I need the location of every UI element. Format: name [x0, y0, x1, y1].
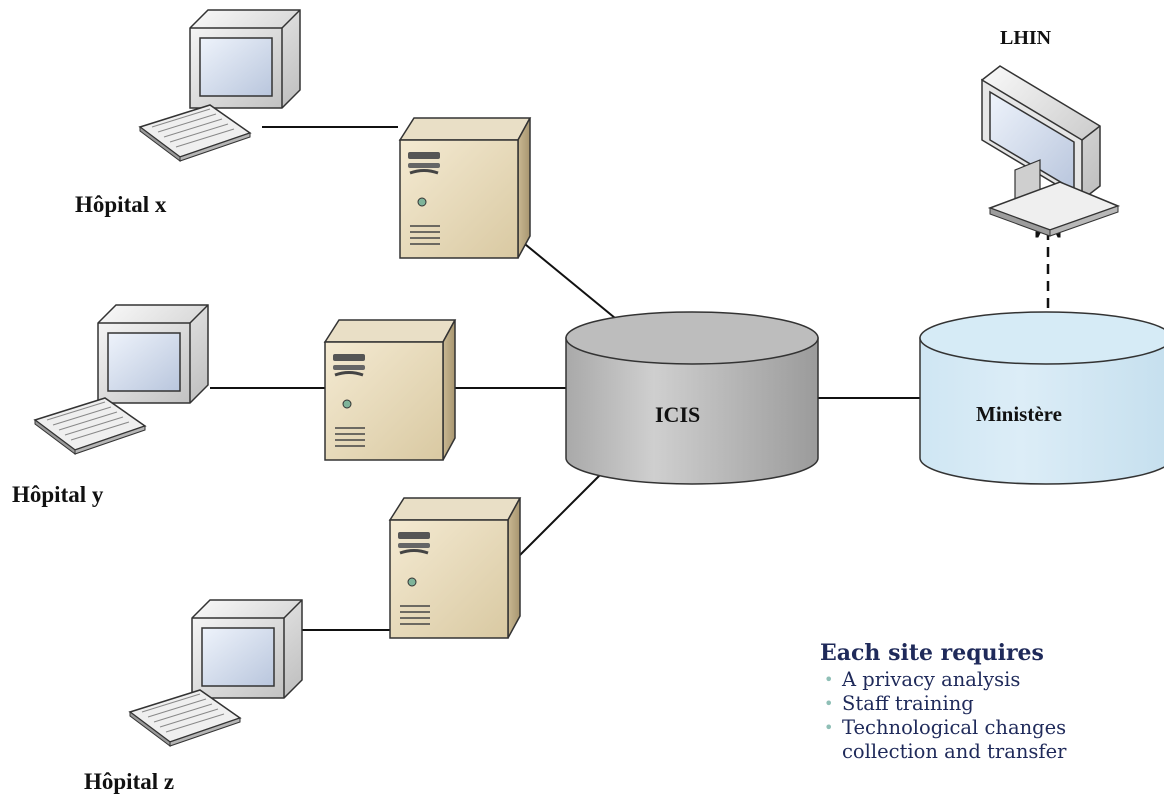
workstation-hospital-z — [129, 599, 303, 747]
link-icis-server-z — [514, 474, 601, 561]
requirements-list: • A privacy analysis • Staff training • Tec… — [820, 668, 1164, 764]
server-hospital-y — [323, 318, 457, 462]
server-hospital-z — [388, 496, 522, 640]
workstation-hospital-x — [139, 9, 301, 162]
label-hospital-x: Hôpital x — [75, 192, 167, 217]
computer-icon — [189, 9, 301, 109]
label-lhin: LHIN — [1000, 27, 1052, 49]
label-ministere: Ministère — [976, 402, 1062, 426]
requirement-item: • Technological changes — [820, 716, 1164, 740]
workstation-hospital-y — [34, 304, 209, 455]
requirement-item: •collection and transfer — [820, 740, 1164, 764]
requirement-item: • Staff training — [820, 692, 1164, 716]
label-hospital-y: Hôpital y — [12, 482, 104, 507]
computer-icon — [191, 599, 303, 699]
requirement-text: collection and transfer — [842, 740, 1067, 763]
bullet-icon: • — [824, 694, 834, 713]
requirement-text: Staff training — [842, 692, 974, 715]
link-server-x-icis — [519, 239, 616, 319]
requirements-note: Each site requires • A privacy analysis •… — [820, 640, 1164, 764]
database-icis — [565, 311, 819, 485]
keyboard-icon — [34, 397, 146, 455]
monitor-lhin — [980, 65, 1121, 237]
requirement-text: A privacy analysis — [842, 668, 1021, 691]
computer-icon — [97, 304, 209, 404]
label-icis: ICIS — [655, 402, 701, 427]
bullet-icon: • — [824, 718, 834, 737]
bullet-icon: • — [824, 670, 834, 689]
requirement-text: Technological changes — [842, 716, 1067, 739]
requirement-item: • A privacy analysis — [820, 668, 1164, 692]
keyboard-icon — [139, 104, 251, 162]
database-ministere — [919, 311, 1164, 485]
label-hospital-z: Hôpital z — [84, 769, 175, 794]
server-hospital-x — [398, 116, 532, 260]
requirements-title: Each site requires — [820, 640, 1044, 666]
